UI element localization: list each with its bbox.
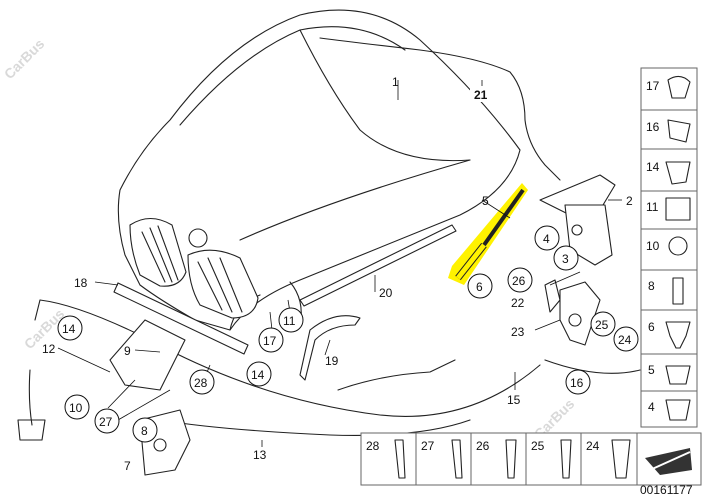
bottom-parts-panel: 28 27 26 25 24 (360, 432, 702, 486)
panel-label-5: 5 (648, 363, 655, 377)
callout-23: 23 (511, 325, 525, 339)
callout-3: 3 (562, 252, 569, 266)
side-parts-panel: 17 16 14 11 10 8 6 5 4 (640, 67, 698, 428)
callout-8: 8 (141, 424, 148, 438)
callout-25: 25 (595, 318, 609, 332)
callout-26: 26 (512, 274, 526, 288)
panel-label-26: 26 (476, 439, 490, 453)
callout-9: 9 (124, 344, 131, 358)
callout-2: 2 (626, 194, 633, 208)
callout-18: 18 (74, 276, 88, 290)
callout-24: 24 (618, 333, 632, 347)
panel-label-24: 24 (586, 439, 600, 453)
panel-label-16: 16 (646, 120, 660, 134)
watermark-text: CarBus (1, 35, 48, 82)
panel-label-6: 6 (648, 320, 655, 334)
callout-7: 7 (124, 459, 131, 473)
callout-28: 28 (194, 376, 208, 390)
callout-27: 27 (99, 415, 113, 429)
callout-5: 5 (482, 194, 489, 208)
panel-label-11: 11 (646, 200, 659, 214)
panel-label-4: 4 (648, 400, 655, 414)
callout-15: 15 (507, 393, 521, 407)
gas-strut (448, 183, 528, 285)
release-cables (17, 299, 641, 441)
kidney-grille (129, 217, 259, 319)
seal-strip (113, 282, 249, 355)
callout-12: 12 (42, 342, 56, 356)
callout-21: 21 (474, 88, 488, 102)
callout-labels: 1 21 2 5 4 3 6 18 20 26 22 23 25 24 11 1… (42, 75, 639, 473)
diagram-number: 00161177 (640, 483, 693, 497)
hood-rod (319, 37, 561, 181)
callout-13: 13 (253, 448, 267, 462)
leader-lines (57, 80, 622, 447)
panel-label-28: 28 (366, 439, 380, 453)
callout-14: 14 (62, 322, 76, 336)
panel-label-8: 8 (648, 279, 655, 293)
hood-panel (117, 9, 521, 331)
panel-label-10: 10 (646, 239, 660, 253)
callout-16: 16 (570, 376, 584, 390)
seal-strip (299, 224, 457, 307)
callout-17: 17 (263, 334, 277, 348)
panel-label-25: 25 (531, 439, 545, 453)
callout-11: 11 (283, 314, 296, 328)
callout-4: 4 (543, 232, 550, 246)
callout-10: 10 (69, 401, 83, 415)
striker-bracket (299, 315, 361, 381)
callout-14: 14 (251, 368, 265, 382)
callout-19: 19 (325, 354, 339, 368)
callout-6: 6 (476, 280, 483, 294)
callout-20: 20 (379, 286, 393, 300)
callout-22: 22 (511, 296, 525, 310)
callout-1: 1 (392, 75, 399, 89)
panel-label-17: 17 (646, 79, 660, 93)
panel-label-27: 27 (421, 439, 435, 453)
hood-lock (109, 319, 191, 476)
panel-label-14: 14 (646, 160, 660, 174)
hood-hinge (539, 174, 616, 266)
hood-latch (544, 279, 601, 346)
